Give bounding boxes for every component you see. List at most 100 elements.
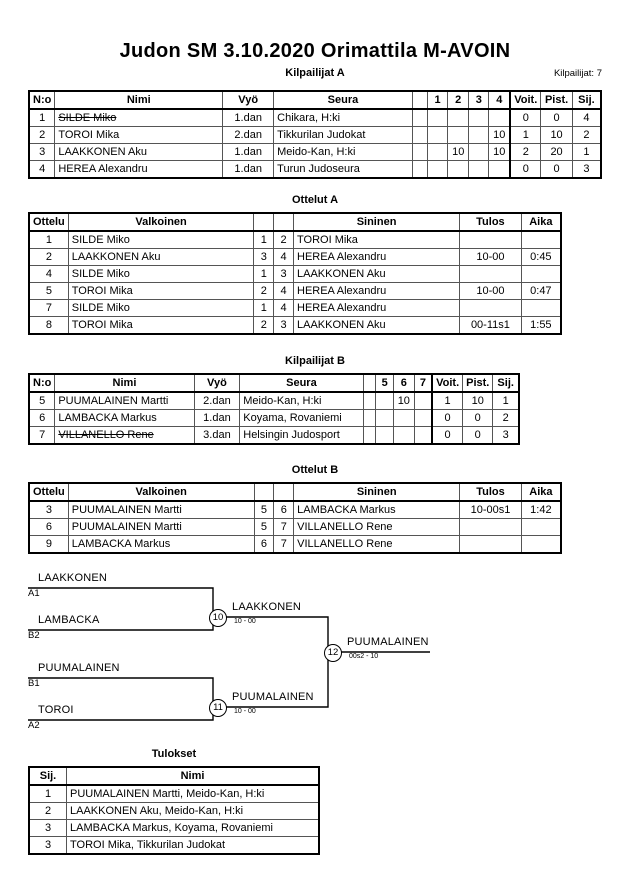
pool-b-body: 5 PUUMALAINEN Martti 2.dan Meido-Kan, H:…	[28, 391, 520, 445]
bracket-entrant-name: PUUMALAINEN	[38, 662, 120, 674]
cell-name: TOROI Mika, Tikkurilan Judokat	[66, 836, 320, 855]
col-wins: Voit.	[509, 90, 542, 110]
matches-a-table-wrap: Ottelu Valkoinen Sininen Tulos Aika 1 SI…	[28, 212, 562, 335]
cell-white: SILDE Miko	[67, 299, 255, 317]
cell-wins: 0	[509, 160, 542, 179]
col-blue: Sininen	[292, 212, 461, 232]
cell-blue: LAAKKONEN Aku	[292, 265, 461, 283]
cell-wins: 0	[509, 108, 542, 127]
table-header-row: Sij. Nimi	[28, 766, 320, 786]
cell-white: TOROI Mika	[67, 282, 255, 300]
cell-blue: LAMBACKA Markus	[293, 500, 461, 519]
cell-score-5	[375, 409, 394, 427]
bracket-entrant-seed: B2	[28, 630, 40, 641]
cell-club: Turun Judoseura	[273, 160, 413, 179]
cell-no: 5	[28, 391, 56, 410]
matches-a-body: 1 SILDE Miko 1 2 TOROI Mika 2 LAAKKONEN …	[28, 230, 562, 335]
cell-white-no: 5	[253, 518, 275, 536]
cell-score-4	[488, 108, 511, 127]
cell-blue-no: 4	[273, 248, 294, 266]
cell-white-no: 5	[253, 500, 275, 519]
cell-score-4: 10	[488, 143, 511, 161]
matches-a-heading: Ottelut A	[291, 194, 339, 206]
cell-score-2	[447, 126, 470, 144]
cell-white: TOROI Mika	[67, 316, 255, 335]
cell-score-2	[447, 108, 470, 127]
cell-result	[459, 518, 522, 536]
col-opponent-4: 4	[488, 90, 511, 110]
cell-time: 1:42	[520, 500, 562, 519]
cell-name: LAMBACKA Markus, Koyama, Rovaniemi	[66, 819, 320, 837]
pool-a-heading: Kilpailijat A	[285, 67, 345, 79]
cell-rank: 3	[492, 426, 520, 445]
cell-white-no: 1	[253, 299, 275, 317]
cell-no: 3	[28, 143, 56, 161]
bracket-winner-name: PUUMALAINEN	[232, 691, 314, 703]
cell-time: 1:55	[520, 316, 562, 335]
col-match-no: Ottelu	[28, 212, 69, 232]
table-row: 3 TOROI Mika, Tikkurilan Judokat	[28, 836, 320, 855]
col-points: Pist.	[540, 90, 573, 110]
bracket-entrant-name: TOROI	[38, 704, 74, 716]
cell-white-no: 2	[253, 316, 275, 335]
cell-blue: VILLANELLO Rene	[293, 535, 461, 554]
cell-points: 10	[462, 391, 494, 410]
table-row: 2 LAAKKONEN Aku 3 4 HEREA Alexandru 10-0…	[28, 248, 562, 266]
cell-score-7	[413, 426, 433, 445]
table-row: 5 TOROI Mika 2 4 HEREA Alexandru 10-00 0…	[28, 282, 562, 300]
cell-belt: 1.dan	[222, 108, 275, 127]
cell-club: Meido-Kan, H:ki	[273, 143, 413, 161]
cell-rank: 4	[571, 108, 602, 127]
col-opponent-7: 7	[413, 373, 433, 393]
cell-time	[520, 535, 562, 554]
cell-blue-no: 4	[273, 299, 294, 317]
page-title: Judon SM 3.10.2020 Orimattila M-AVOIN	[119, 40, 511, 62]
table-row: 8 TOROI Mika 2 3 LAAKKONEN Aku 00-11s1 1…	[28, 316, 562, 335]
cell-score-4: 10	[488, 126, 511, 144]
elimination-bracket: LAAKKONEN A1 LAMBACKA B2 PUUMALAINEN B1 …	[0, 560, 630, 740]
cell-club: Chikara, H:ki	[273, 108, 413, 127]
cell-score-1	[427, 143, 449, 161]
col-opponent-2: 2	[447, 90, 470, 110]
col-time: Aika	[520, 482, 562, 502]
cell-result	[459, 265, 522, 283]
cell-score-5	[375, 426, 394, 445]
cell-spacer	[411, 143, 429, 161]
bracket-entrant-name: LAAKKONEN	[38, 572, 108, 584]
col-spacer	[362, 373, 377, 393]
col-rank: Sij.	[28, 766, 67, 786]
matches-b-body: 3 PUUMALAINEN Martti 5 6 LAMBACKA Markus…	[28, 500, 562, 554]
cell-blue: LAAKKONEN Aku	[292, 316, 461, 335]
bracket-entrant-seed: B1	[28, 678, 40, 689]
cell-match-no: 5	[28, 282, 69, 300]
table-row: 1 SILDE Miko 1.dan Chikara, H:ki 0 0 4	[28, 108, 602, 127]
cell-white: PUUMALAINEN Martti	[67, 500, 255, 519]
bracket-winner-name: LAAKKONEN	[232, 601, 302, 613]
cell-score-7	[413, 391, 433, 410]
table-row: 1 SILDE Miko 1 2 TOROI Mika	[28, 230, 562, 249]
table-row: 5 PUUMALAINEN Martti 2.dan Meido-Kan, H:…	[28, 391, 520, 410]
cell-club: Tikkurilan Judokat	[273, 126, 413, 144]
matches-b-table-wrap: Ottelu Valkoinen Sininen Tulos Aika 3 PU…	[28, 482, 562, 554]
cell-club: Koyama, Rovaniemi	[239, 409, 364, 427]
cell-blue: VILLANELLO Rene	[293, 518, 461, 536]
table-row: 3 LAAKKONEN Aku 1.dan Meido-Kan, H:ki 10…	[28, 143, 602, 161]
col-result: Tulos	[459, 212, 522, 232]
col-belt: Vyö	[222, 90, 275, 110]
cell-belt: 3.dan	[193, 426, 241, 445]
cell-belt: 2.dan	[193, 391, 241, 410]
table-header-row: N:o Nimi Vyö Seura 5 6 7 Voit. Pist. Sij…	[28, 373, 520, 393]
pool-a-table-wrap: N:o Nimi Vyö Seura 1 2 3 4 Voit. Pist. S…	[28, 90, 602, 179]
cell-result	[459, 299, 522, 317]
bracket-match-number: 12	[324, 644, 342, 662]
col-opponent-3: 3	[468, 90, 490, 110]
cell-points: 0	[462, 426, 494, 445]
cell-blue-no: 3	[273, 265, 294, 283]
cell-blue-no: 4	[273, 282, 294, 300]
cell-score-2: 10	[447, 143, 470, 161]
bracket-entrant-seed: A2	[28, 720, 40, 731]
cell-name: HEREA Alexandru	[54, 160, 224, 179]
bracket-match-number: 11	[209, 699, 227, 717]
cell-belt: 1.dan	[222, 160, 275, 179]
col-spacer	[411, 90, 429, 110]
